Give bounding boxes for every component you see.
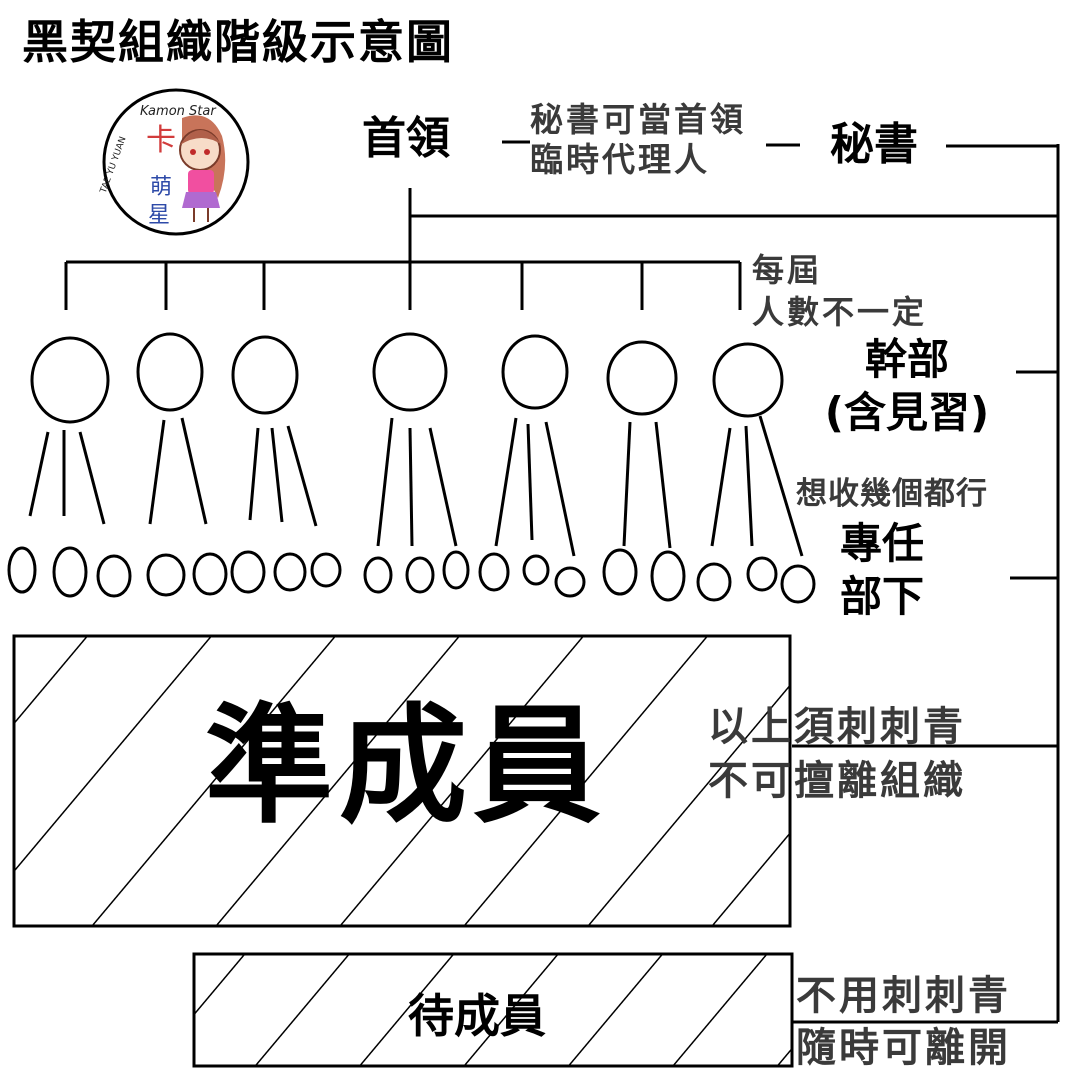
subordinate-link [78, 431, 106, 525]
subordinates-label-line-1: 專任 [840, 519, 925, 568]
probationary-label: 準成員 [205, 692, 608, 841]
candidate-label: 待成員 [408, 989, 546, 1043]
subordinate-link [428, 427, 458, 547]
subordinates-label: 專任 部下 [840, 518, 924, 623]
officer-node [606, 340, 678, 416]
subordinate-link [148, 419, 166, 525]
officer-node [231, 335, 299, 415]
subordinate-node [310, 552, 342, 588]
officers-label-line-1: 幹部 [864, 335, 949, 384]
officer-nodes [30, 332, 784, 424]
diagram-title: 黑契組織階級示意圖 [22, 15, 454, 69]
officers-label-line-2: (含見習) [824, 387, 990, 437]
secretary-note-line-2: 臨時代理人 [530, 139, 710, 179]
officer-count-note-line-1: 每屆 [752, 251, 823, 289]
officer-node [30, 336, 110, 424]
subordinate-node [405, 556, 435, 594]
subordinate-link [744, 425, 754, 547]
subordinate-node [442, 550, 470, 590]
subordinate-node [746, 556, 778, 592]
subordinate-node [602, 548, 638, 596]
officer-node [501, 334, 569, 410]
officer-node [372, 332, 448, 412]
subordinate-link [408, 427, 414, 547]
logo-glyph-xing: 星 [148, 203, 170, 228]
subordinates-label-line-2: 部下 [840, 571, 925, 621]
officer-stems [64, 262, 742, 310]
subordinate-node [146, 553, 186, 597]
subordinate-link [544, 421, 576, 557]
subordinate-link [758, 415, 804, 557]
subordinate-link [526, 423, 534, 541]
subordinate-links [28, 415, 804, 557]
officer-node [136, 332, 204, 412]
subordinate-node [522, 554, 550, 586]
no-tattoo-note-line-1: 不用刺刺青 [796, 973, 1011, 1019]
tattoo-note: 以上須刺刺青 不可擅離組織 [708, 700, 966, 808]
subordinate-link [654, 421, 672, 549]
officer-count-note: 每屆 人數不一定 [752, 250, 927, 333]
subordinate-link [248, 427, 260, 521]
secretary-note: 秘書可當首領 臨時代理人 [530, 100, 746, 179]
subordinate-node [478, 552, 510, 592]
officers-label: 幹部 (含見習) [782, 334, 1032, 439]
officer-count-note-line-2: 人數不一定 [752, 292, 928, 331]
subordinate-node [192, 552, 228, 596]
subordinate-link [376, 417, 394, 547]
subordinate-link [180, 417, 208, 525]
subordinate-link [622, 421, 632, 547]
subordinate-link [286, 425, 318, 527]
subordinate-link [270, 427, 284, 523]
logo-girl-icon [179, 115, 226, 222]
no-tattoo-note-line-2: 隨時可離開 [796, 1025, 1011, 1071]
logo-glyph-ka: 卡 [146, 123, 176, 158]
subordinate-node [273, 552, 307, 592]
subordinate-link [710, 427, 732, 547]
secretary-label: 秘書 [830, 119, 918, 170]
subordinate-link [28, 431, 50, 517]
subordinate-node [554, 566, 586, 598]
subordinate-node [363, 556, 393, 594]
probationary-box [12, 634, 792, 928]
subordinate-node [780, 564, 816, 604]
leader-label: 首領 [362, 113, 450, 164]
subordinate-link [494, 417, 518, 547]
logo-glyph-meng: 萌 [150, 175, 172, 200]
subordinate-nodes [7, 546, 816, 604]
candidate-box [192, 952, 794, 1068]
subordinate-node [7, 546, 37, 594]
subordinate-node [230, 550, 266, 594]
tattoo-note-line-2: 不可擅離組織 [708, 758, 966, 804]
secretary-note-line-1: 秘書可當首領 [530, 100, 746, 139]
departments-note: 想收幾個都行 [796, 476, 988, 512]
logo-text: Kamon Star [140, 104, 216, 119]
subordinate-node [52, 546, 88, 598]
subordinate-node [96, 554, 132, 598]
subordinate-node [696, 562, 732, 602]
tattoo-note-line-1: 以上須刺刺青 [708, 704, 966, 750]
no-tattoo-note: 不用刺刺青 隨時可離開 [796, 970, 1011, 1074]
subordinate-node [650, 550, 686, 602]
officer-node [712, 342, 784, 418]
